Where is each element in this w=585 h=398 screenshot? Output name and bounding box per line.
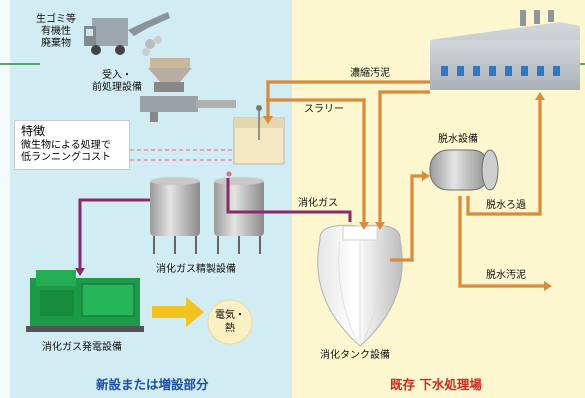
sludge-flow-lines [266, 80, 546, 288]
feature-line-2: 低ランニングコスト [21, 152, 111, 163]
label-energy: 電気・ 熱 [215, 310, 245, 334]
gas-arrowhead [75, 268, 85, 276]
feature-title: 特徴 [21, 124, 46, 138]
footer-existing-area: 既存 下水処理場 [390, 377, 482, 392]
feature-line-1: 微生物による処理で [21, 140, 111, 151]
digestion-tank-icon [317, 224, 403, 347]
energy-circle [207, 299, 253, 345]
label-power-generation: 消化ガス発電設備 [42, 342, 122, 353]
label-digestion-tank: 消化タンク設備 [320, 350, 390, 361]
flow-arrowheads [263, 92, 552, 291]
feature-callout: 特徴 微生物による処理で 低ランニングコスト [14, 120, 130, 170]
gas-generator-icon [26, 270, 144, 332]
label-gas-refining: 消化ガス精製設備 [156, 264, 236, 275]
reception-equipment-icon [140, 58, 236, 122]
footer-new-area: 新設または増設部分 [96, 377, 209, 392]
left-edge-strip [0, 0, 10, 398]
label-dewater-filtrate: 脱水ろ過 [486, 200, 526, 211]
label-reception: 受入・ 前処理設備 [92, 70, 142, 93]
mixing-tank-icon [233, 105, 285, 165]
dewatering-drum-icon [429, 149, 499, 191]
label-slurry: スラリー [304, 104, 344, 115]
garbage-truck-icon [84, 12, 170, 56]
label-thick-sludge: 濃縮汚泥 [350, 68, 390, 79]
sewage-plant-building-icon [430, 10, 580, 90]
gas-flow-lines [78, 178, 352, 270]
label-organic-waste: 生ゴミ等 有機性 廃棄物 [36, 14, 76, 49]
label-dewatering: 脱水設備 [438, 134, 478, 145]
energy-arrow-icon [152, 297, 204, 327]
label-dewatered-sludge: 脱水汚泥 [486, 270, 526, 281]
label-digestion-gas: 消化ガス [298, 198, 338, 209]
